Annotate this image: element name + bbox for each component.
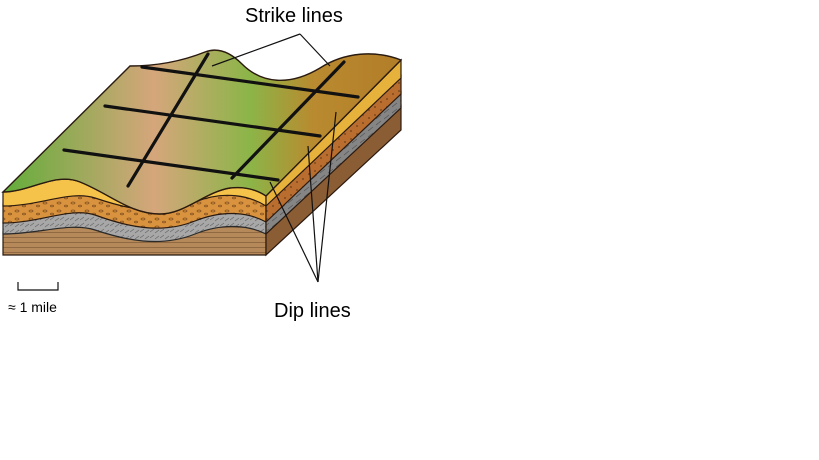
strike-lines [62,65,360,182]
scale-bar [17,282,59,291]
strike-line-3 [62,148,280,182]
right-face [265,58,402,257]
strike-line-2 [103,104,322,138]
front-face [2,178,267,256]
dip-line-2 [230,60,346,180]
dip-lines [126,52,346,188]
strike-lines-label: Strike lines [245,5,343,27]
top-surface [1,49,403,215]
dip-line-1 [126,52,210,188]
dip-leaders [269,111,337,283]
strike-leaders [211,33,331,67]
strike-line-1 [140,65,360,99]
scale-label: ≈ 1 mile [8,299,57,315]
dip-lines-label: Dip lines [274,300,351,322]
